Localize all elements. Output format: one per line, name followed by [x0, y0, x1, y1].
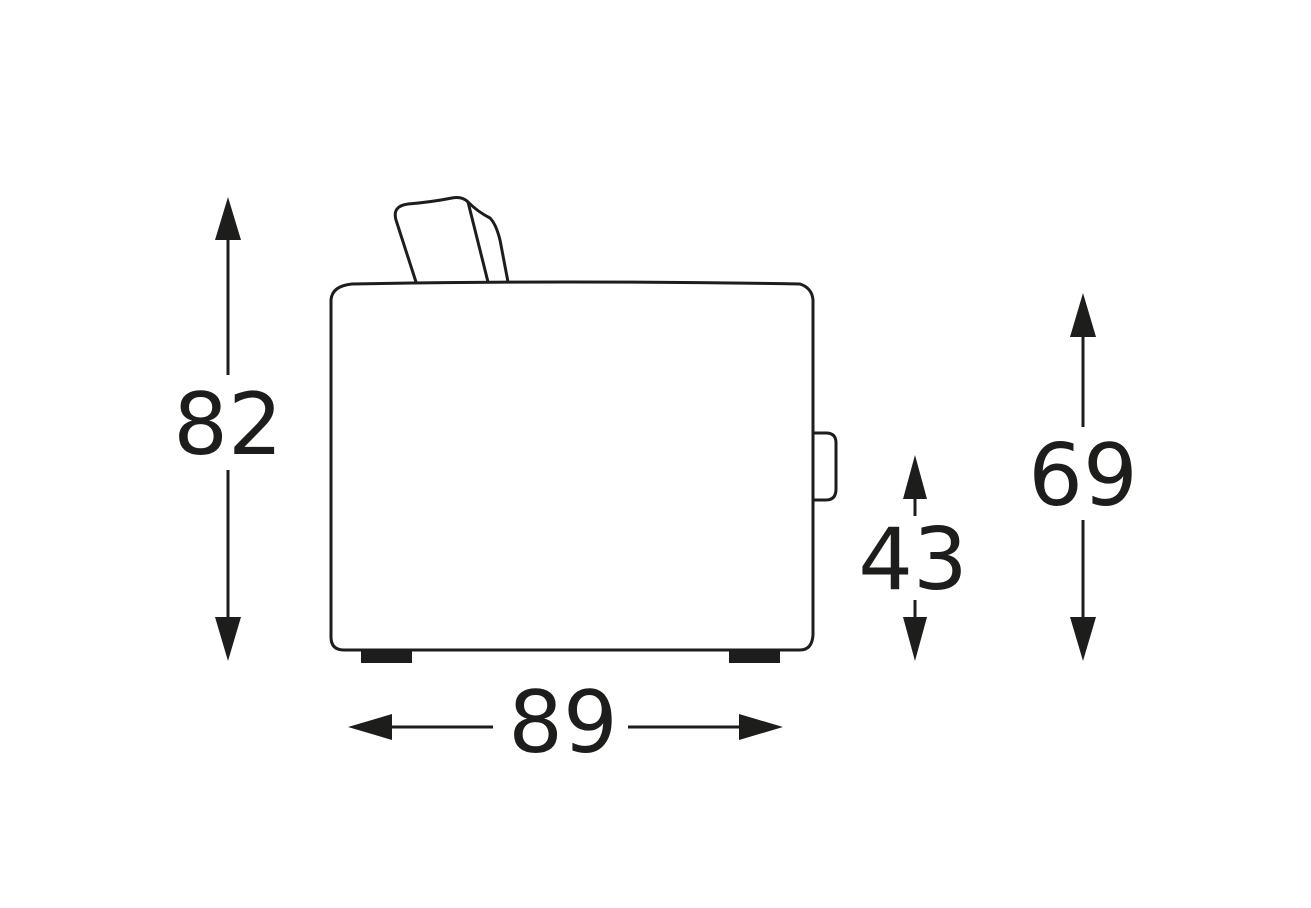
dimension-back-height-69: 69: [1028, 293, 1138, 661]
headrest-back: [466, 200, 510, 284]
dim-69-arrow-down: [1070, 617, 1096, 661]
dim-89-label: 89: [508, 673, 617, 773]
dim-69-arrow-up: [1070, 293, 1096, 337]
dim-43-label: 43: [858, 510, 967, 610]
sofa-body: [329, 280, 815, 652]
dim-89-arrow-left: [348, 714, 392, 740]
dim-69-label: 69: [1028, 426, 1137, 526]
left-foot: [361, 651, 412, 663]
headrest-front: [393, 196, 490, 284]
dim-82-arrow-down: [215, 617, 241, 661]
dimension-height-82: 82: [173, 197, 283, 661]
dim-43-arrow-up: [903, 455, 927, 499]
dim-89-arrow-right: [739, 714, 783, 740]
headrest-cushion: [393, 196, 510, 284]
side-handle: [811, 431, 838, 502]
dim-82-label: 82: [173, 375, 282, 475]
dim-82-arrow-up: [215, 197, 241, 240]
dimension-seat-height-43: 43: [858, 455, 968, 661]
dim-43-arrow-down: [903, 617, 927, 661]
right-foot: [729, 651, 780, 663]
dimension-width-89: 89: [348, 673, 783, 773]
